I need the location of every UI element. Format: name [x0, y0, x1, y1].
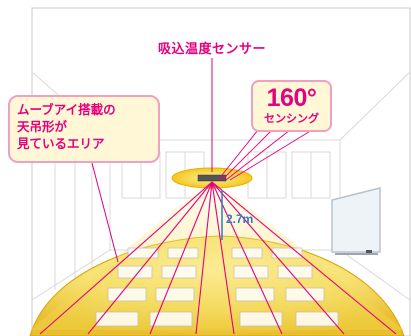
sensing-angle-badge: 160° センシング [251, 80, 332, 132]
callout-line-2: 天吊形が [17, 119, 68, 134]
ceiling-height-label: 2.7m [226, 212, 254, 226]
sensing-rays [39, 181, 397, 335]
sensor-label: 吸込温度センサー [158, 42, 267, 57]
callout-leader-line [91, 162, 119, 263]
callout-line-1: ムーブアイ搭載の [17, 102, 116, 117]
callout-box: ムーブアイ搭載の 天吊形が 見ているエリア [8, 95, 160, 163]
callout-line-3: 見ているエリア [17, 136, 105, 151]
sensing-angle: 160° [266, 84, 317, 112]
whiteboard [331, 187, 381, 255]
badge-leader-lines [217, 129, 313, 181]
ceiling-unit [197, 174, 227, 182]
sensing-label: センシング [264, 112, 319, 125]
